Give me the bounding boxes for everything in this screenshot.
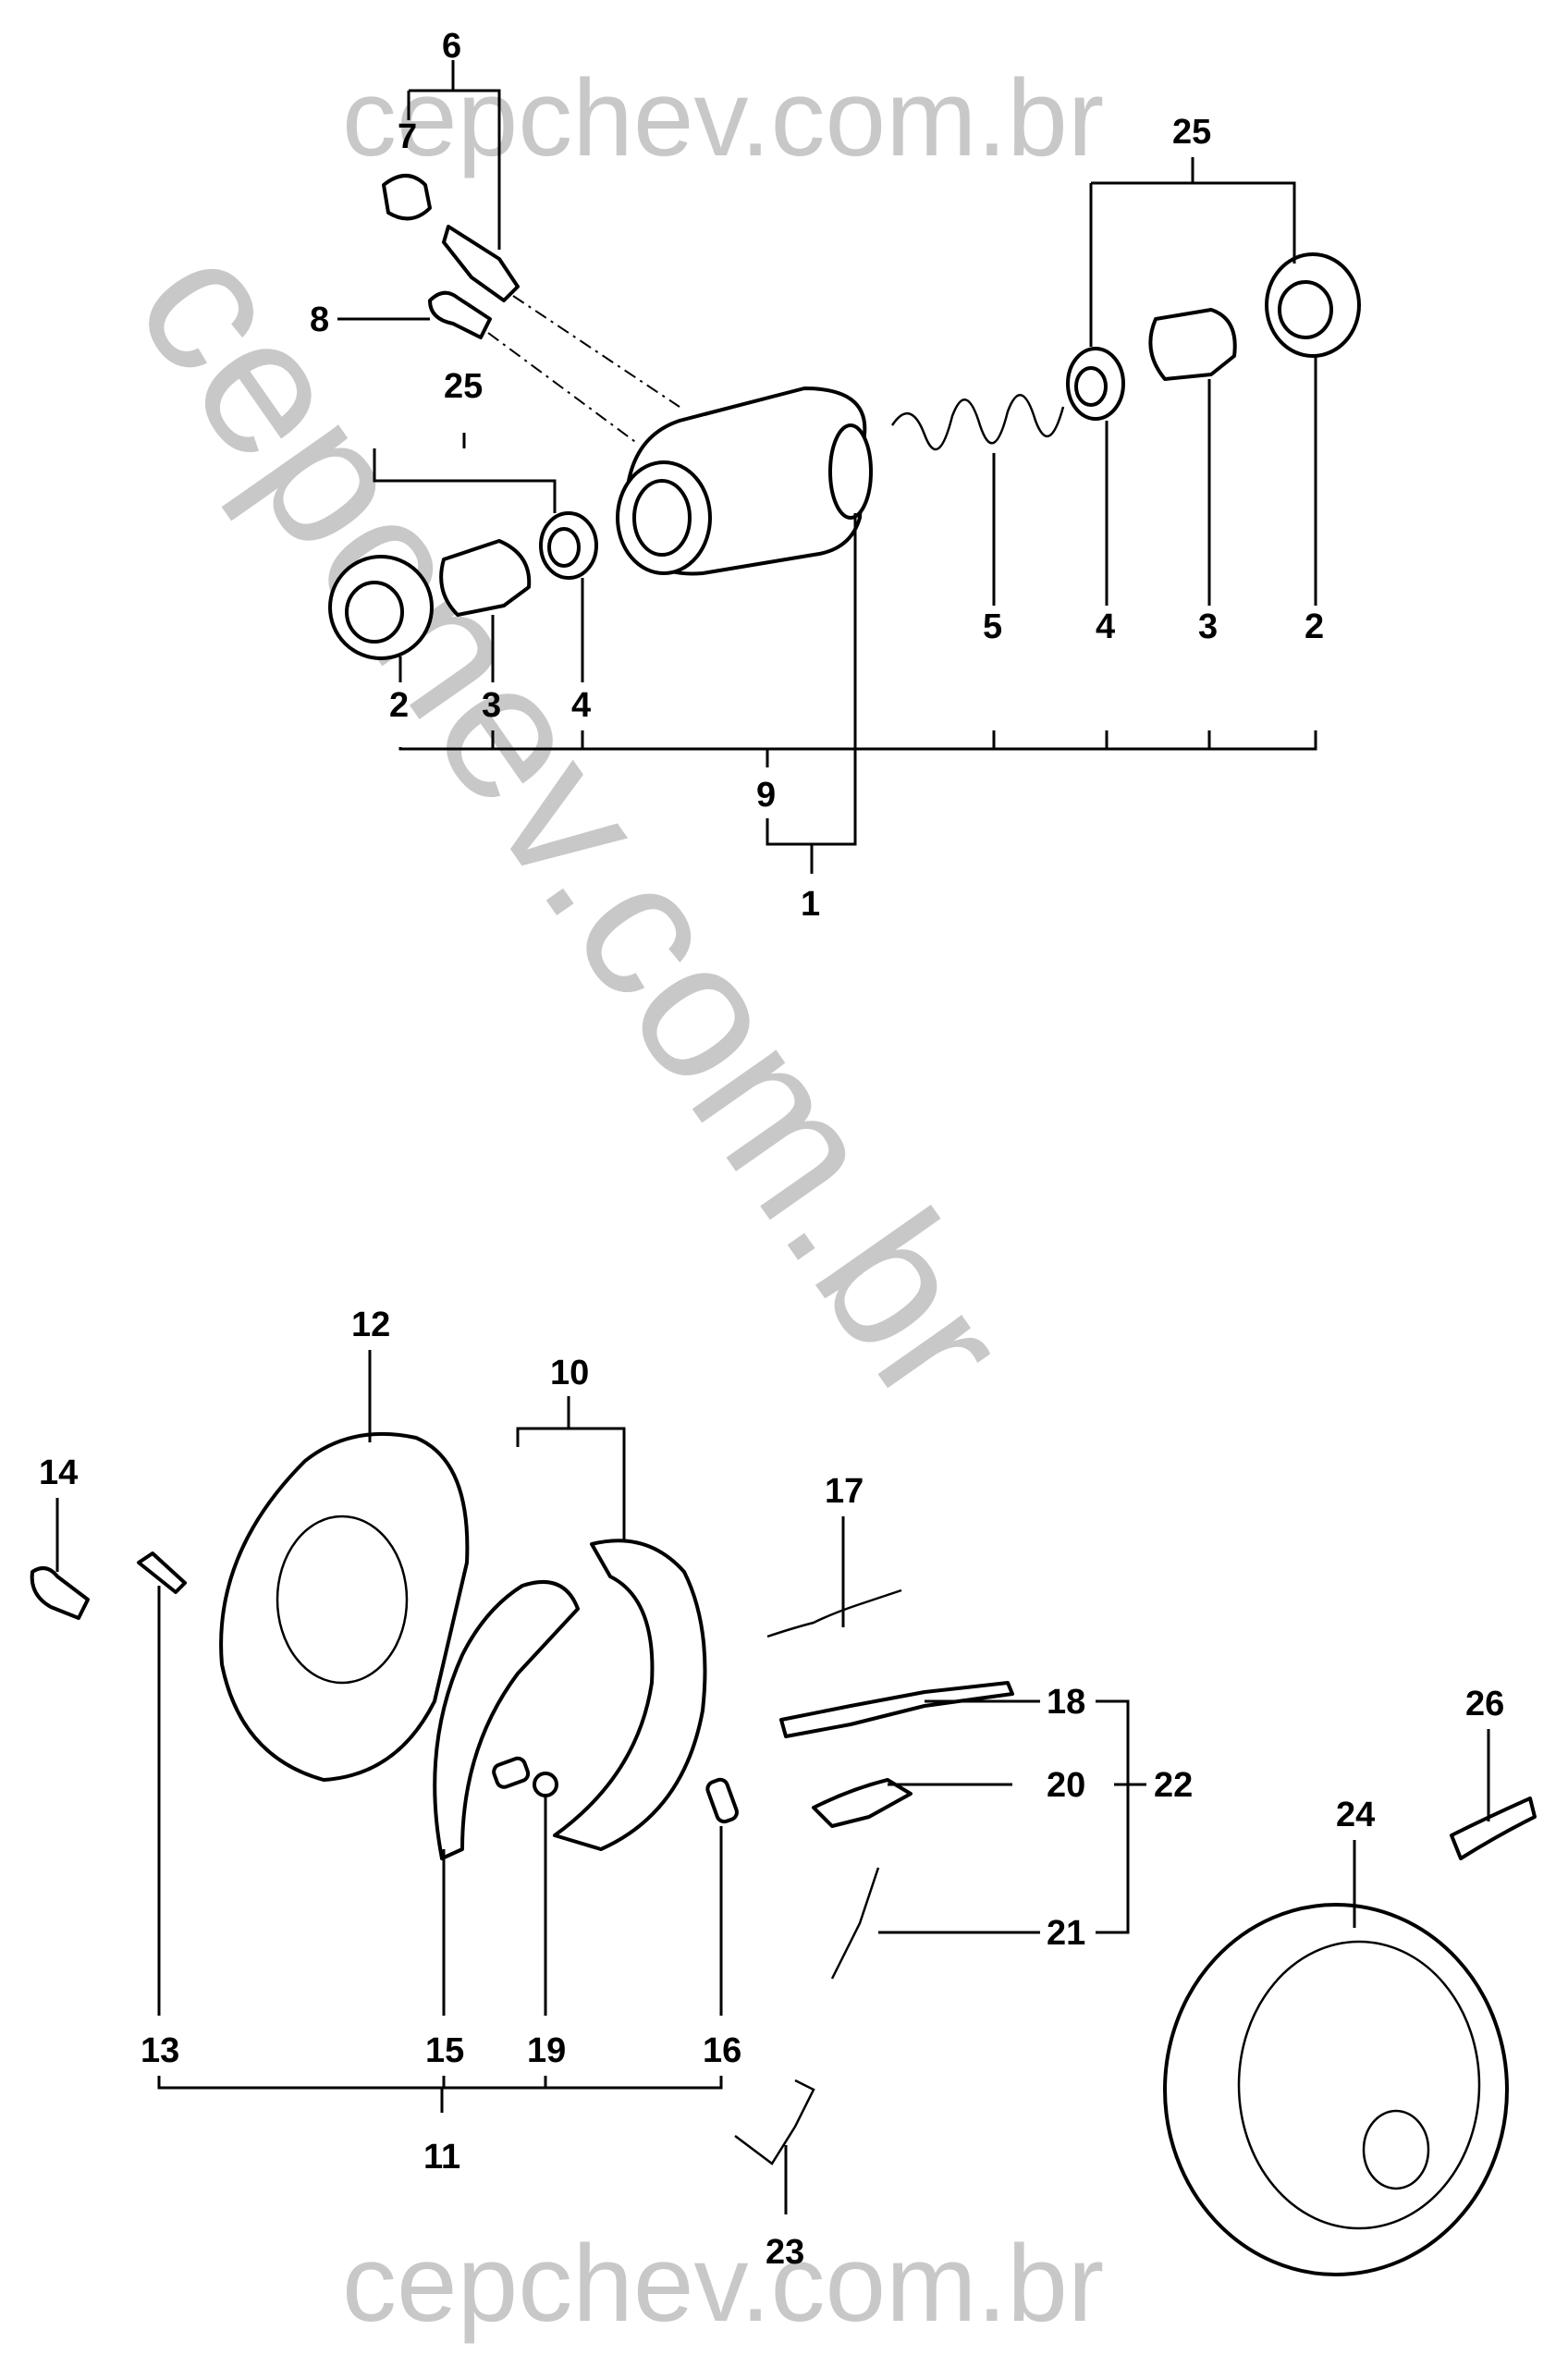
callout-14: 14 xyxy=(39,1453,78,1492)
wheel-cylinder-group xyxy=(328,174,1361,660)
brake-shoe-left xyxy=(433,1579,580,1860)
piston-right xyxy=(1148,308,1237,381)
brake-shoe-right xyxy=(553,1539,707,1851)
callout-8: 8 xyxy=(310,300,329,339)
return-spring xyxy=(890,394,1065,451)
brake-lower-group xyxy=(30,1431,1537,2276)
callout-11: 11 xyxy=(423,2138,460,2177)
piston-left xyxy=(439,539,532,617)
callout-2-left: 2 xyxy=(389,686,409,725)
callout-10: 10 xyxy=(550,1354,589,1392)
assembly-line-8 xyxy=(487,332,639,445)
callout-9: 9 xyxy=(756,776,776,815)
callout-25-right: 25 xyxy=(1172,113,1211,152)
callout-4-left: 4 xyxy=(571,686,591,725)
callout-5: 5 xyxy=(983,607,1002,646)
bleeder-cap xyxy=(382,174,432,221)
assembly-line-6 xyxy=(512,295,680,408)
cylinder-rim xyxy=(828,423,873,520)
backing-plate xyxy=(219,1431,470,1782)
nipple-fitting xyxy=(30,1566,90,1620)
watermark-bottom: cepchev.com.br xyxy=(342,2223,1104,2345)
leader-lines-lower xyxy=(55,1350,1490,2214)
cup-right-inner xyxy=(1074,366,1108,407)
callout-20: 20 xyxy=(1047,1766,1085,1805)
callout-25-left: 25 xyxy=(444,367,483,406)
callout-21: 21 xyxy=(1047,1914,1085,1953)
retaining-clip xyxy=(734,2079,815,2165)
weight-block xyxy=(1450,1797,1537,1860)
adjuster-lever xyxy=(812,1778,913,1828)
hold-down-spring xyxy=(492,1756,531,1789)
adjuster-strut xyxy=(779,1681,1014,1738)
lever-spring xyxy=(830,1867,880,1980)
cup-left-inner xyxy=(547,527,581,568)
callout-6: 6 xyxy=(442,27,461,66)
cylinder-bore-inner xyxy=(632,479,692,557)
watermark-diagonal: cepchev.com.br xyxy=(95,204,1051,1440)
callout-26: 26 xyxy=(1465,1685,1504,1723)
callout-labels: 6 7 8 25 25 5 4 3 2 2 3 4 9 1 12 10 14 1… xyxy=(39,27,1504,2272)
brake-bolt xyxy=(428,290,492,339)
upper-return-spring xyxy=(766,1588,902,1638)
callout-24: 24 xyxy=(1336,1796,1375,1834)
callout-12: 12 xyxy=(351,1306,390,1344)
callout-22: 22 xyxy=(1154,1766,1193,1805)
brake-drum xyxy=(1163,1903,1509,2276)
callout-19: 19 xyxy=(527,2031,566,2070)
callout-16: 16 xyxy=(703,2031,741,2070)
callout-15: 15 xyxy=(425,2031,464,2070)
dust-boot-right-inner xyxy=(1278,280,1333,339)
brake-drum-hub xyxy=(1362,2109,1430,2190)
watermark-top: cepchev.com.br xyxy=(342,57,1104,179)
callout-7: 7 xyxy=(398,117,417,156)
hold-down-pin xyxy=(137,1551,187,1594)
callout-1: 1 xyxy=(801,885,820,924)
callout-3-right: 3 xyxy=(1198,607,1218,646)
callout-17: 17 xyxy=(825,1472,864,1511)
brake-drum-face xyxy=(1237,1940,1481,2230)
dust-boot-left-inner xyxy=(345,581,404,644)
callout-18: 18 xyxy=(1047,1683,1085,1722)
spring-retainer xyxy=(533,1772,558,1797)
leader-lines-upper xyxy=(337,60,1317,874)
callout-2-right: 2 xyxy=(1305,607,1324,646)
callout-13: 13 xyxy=(141,2031,179,2070)
callout-23: 23 xyxy=(766,2233,804,2272)
callout-4-right: 4 xyxy=(1096,607,1115,646)
backing-plate-recess xyxy=(276,1515,409,1685)
bleeder-screw xyxy=(442,225,520,302)
callout-3-left: 3 xyxy=(482,686,501,725)
adjuster-pin xyxy=(705,1777,739,1824)
